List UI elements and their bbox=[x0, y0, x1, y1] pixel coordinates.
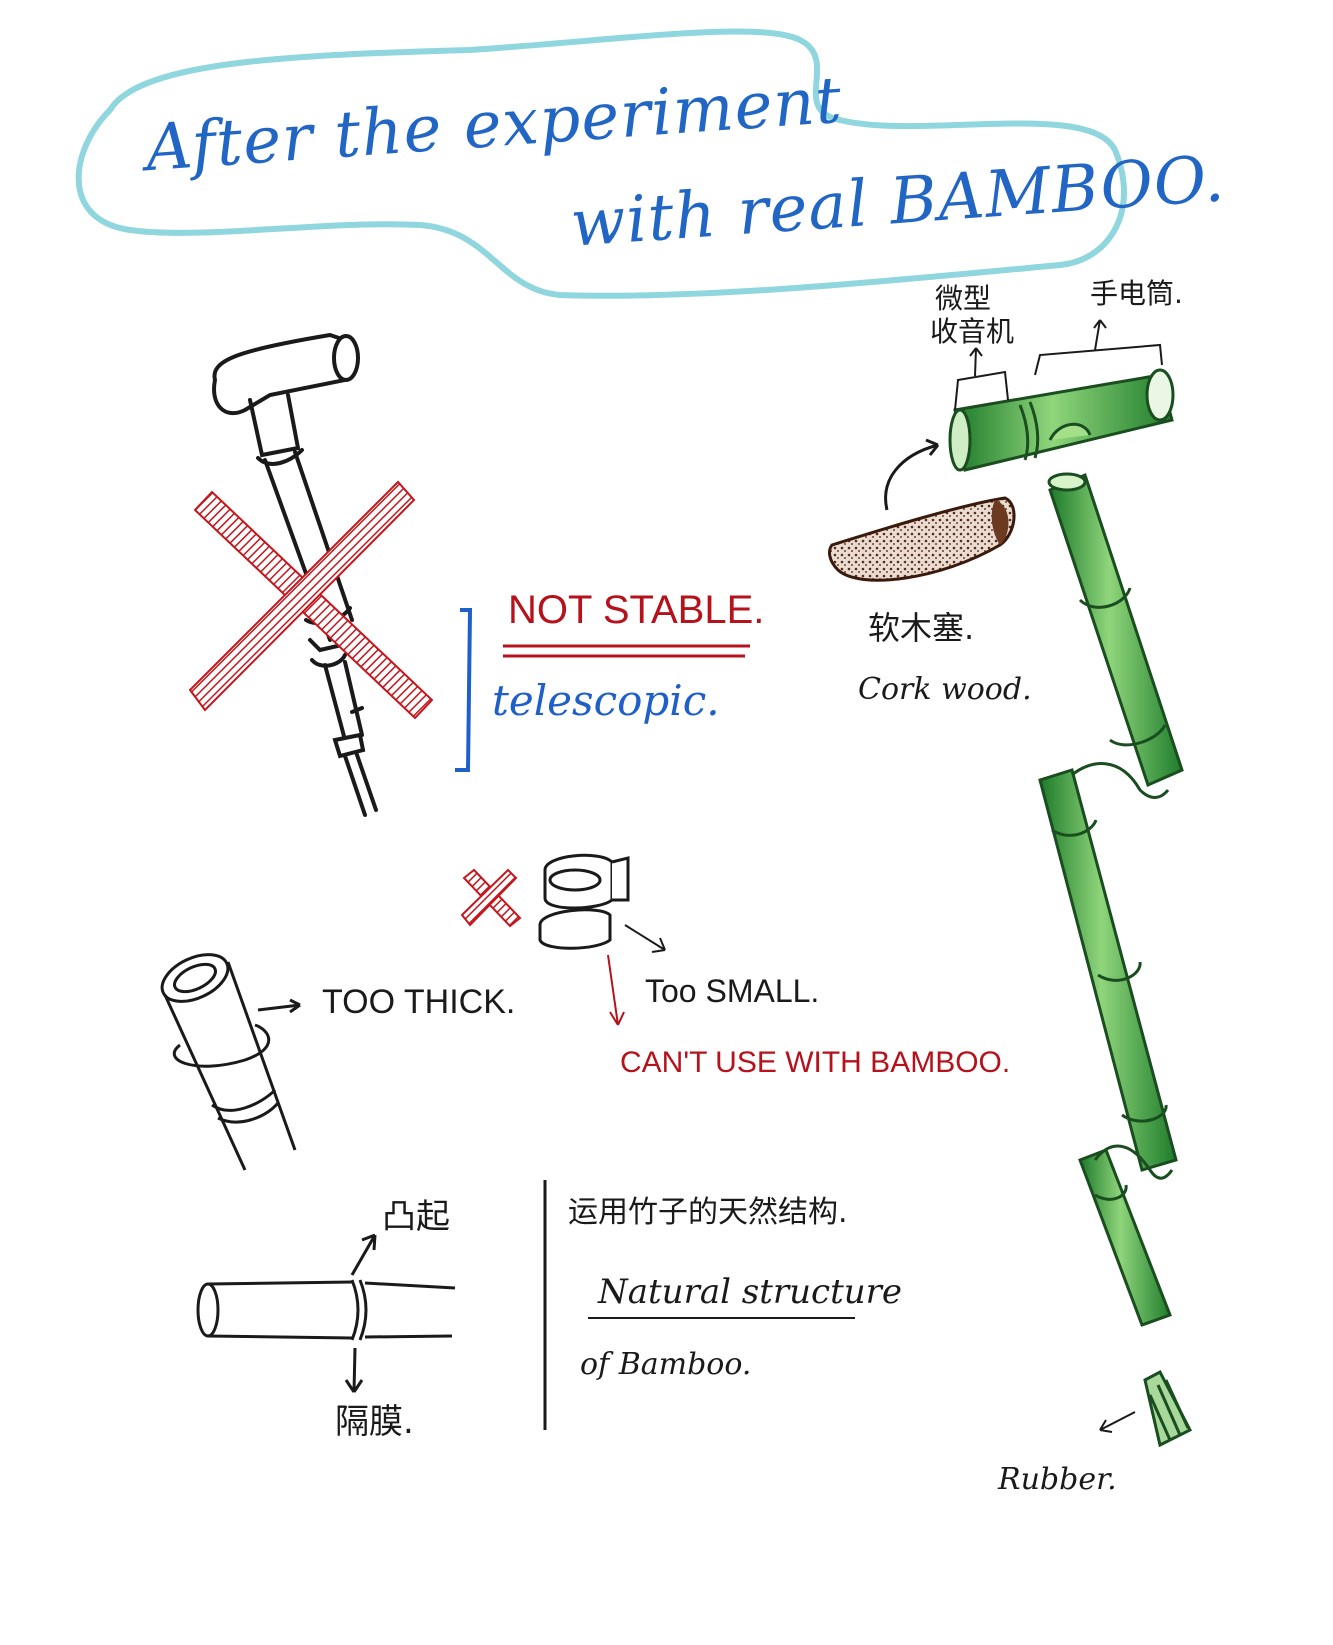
blue-bracket bbox=[455, 608, 473, 772]
pipe-clip-drawing bbox=[538, 853, 630, 950]
red-x-mark-small bbox=[460, 868, 522, 928]
arrow-cant-use bbox=[607, 954, 625, 1026]
natural-structure-cn: 运用竹子的天然结构. bbox=[568, 1195, 848, 1230]
title-cloud bbox=[75, 28, 1127, 299]
telescopic-pole-drawing bbox=[212, 332, 378, 817]
not-stable-label: NOT STABLE. bbox=[508, 588, 765, 632]
red-x-mark-large bbox=[188, 480, 434, 720]
too-small-label: Too SMALL. bbox=[645, 973, 820, 1009]
telescopic-label: telescopic. bbox=[492, 676, 720, 725]
natural-structure-en: Natural structure bbox=[598, 1272, 903, 1312]
cork-plug bbox=[828, 496, 1016, 582]
diaphragm-label: 隔膜. bbox=[335, 1402, 414, 1442]
arrow-too-small bbox=[624, 924, 666, 953]
flashlight-bamboo-drawing bbox=[948, 368, 1175, 472]
radio-label-line1: 微型 bbox=[935, 282, 992, 315]
bamboo-node-drawing bbox=[196, 1233, 456, 1393]
cant-use-label: CAN'T USE WITH BAMBOO. bbox=[620, 1046, 1011, 1079]
of-bamboo-label: of Bamboo. bbox=[580, 1347, 752, 1382]
thick-tube-drawing bbox=[160, 953, 301, 1171]
cork-cn-label: 软木塞. bbox=[868, 609, 975, 647]
radio-label-line2: 收音机 bbox=[930, 315, 1015, 348]
rubber-tip bbox=[1143, 1369, 1193, 1448]
rubber-label: Rubber. bbox=[998, 1462, 1117, 1497]
not-stable-underline bbox=[503, 644, 750, 658]
bamboo-segments bbox=[1038, 472, 1184, 1327]
cork-en-label: Cork wood. bbox=[858, 672, 1032, 707]
flashlight-bracket bbox=[1034, 343, 1163, 376]
too-thick-label: TOO THICK. bbox=[322, 983, 516, 1021]
radio-bracket bbox=[954, 370, 1009, 411]
flashlight-label: 手电筒. bbox=[1090, 277, 1183, 310]
bump-label: 凸起 bbox=[382, 1197, 450, 1237]
